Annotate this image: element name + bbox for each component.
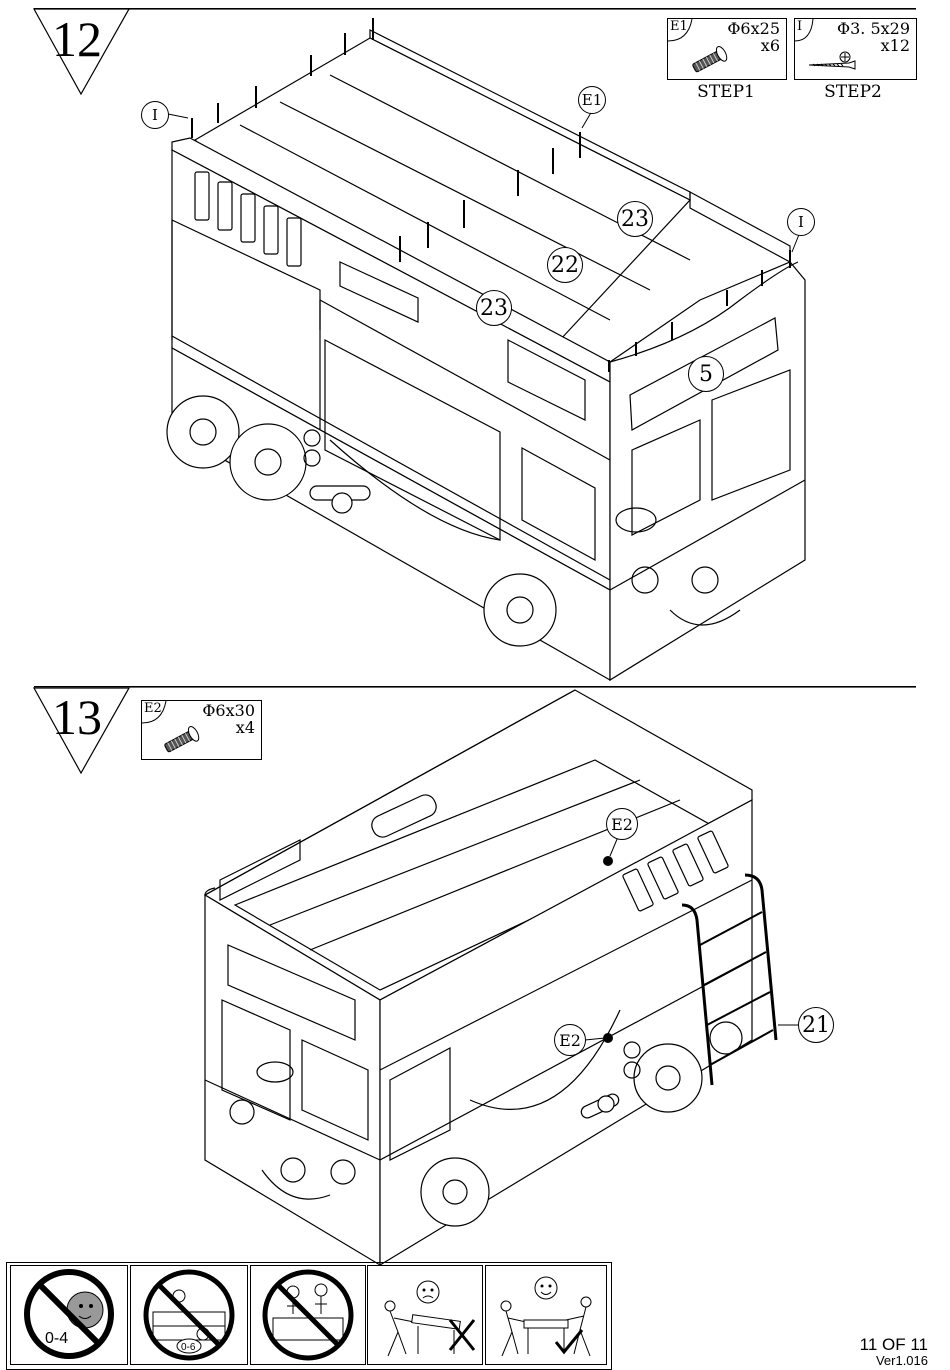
warning-panel-jumping: [250, 1265, 366, 1365]
warning-panel-incorrect-lift: [367, 1265, 483, 1365]
page-number: 11 OF 11: [860, 1335, 928, 1355]
document-version: Ver1.016: [876, 1353, 928, 1368]
warning-panel-top-bunk: 0-6: [130, 1265, 248, 1365]
svg-text:0-6: 0-6: [181, 1342, 196, 1353]
warning-age-label: 0-4: [45, 1330, 68, 1348]
no-children-under-6-top-bunk-icon: 0-6: [131, 1266, 247, 1364]
correct-lifting-icon: [486, 1266, 606, 1364]
no-jumping-on-bed-icon: [251, 1266, 365, 1364]
incorrect-lifting-icon: [368, 1266, 482, 1364]
no-infant-icon: [11, 1266, 127, 1364]
warning-panel-age: 0-4: [10, 1265, 128, 1365]
callout-part-e2-top: E2: [606, 808, 638, 840]
warning-panel-correct-lift: [485, 1265, 607, 1365]
callout-part-e2-mid: E2: [554, 1024, 586, 1056]
step13-bunk-bed-drawing: [0, 0, 950, 1270]
callout-part-21: 21: [798, 1007, 834, 1043]
